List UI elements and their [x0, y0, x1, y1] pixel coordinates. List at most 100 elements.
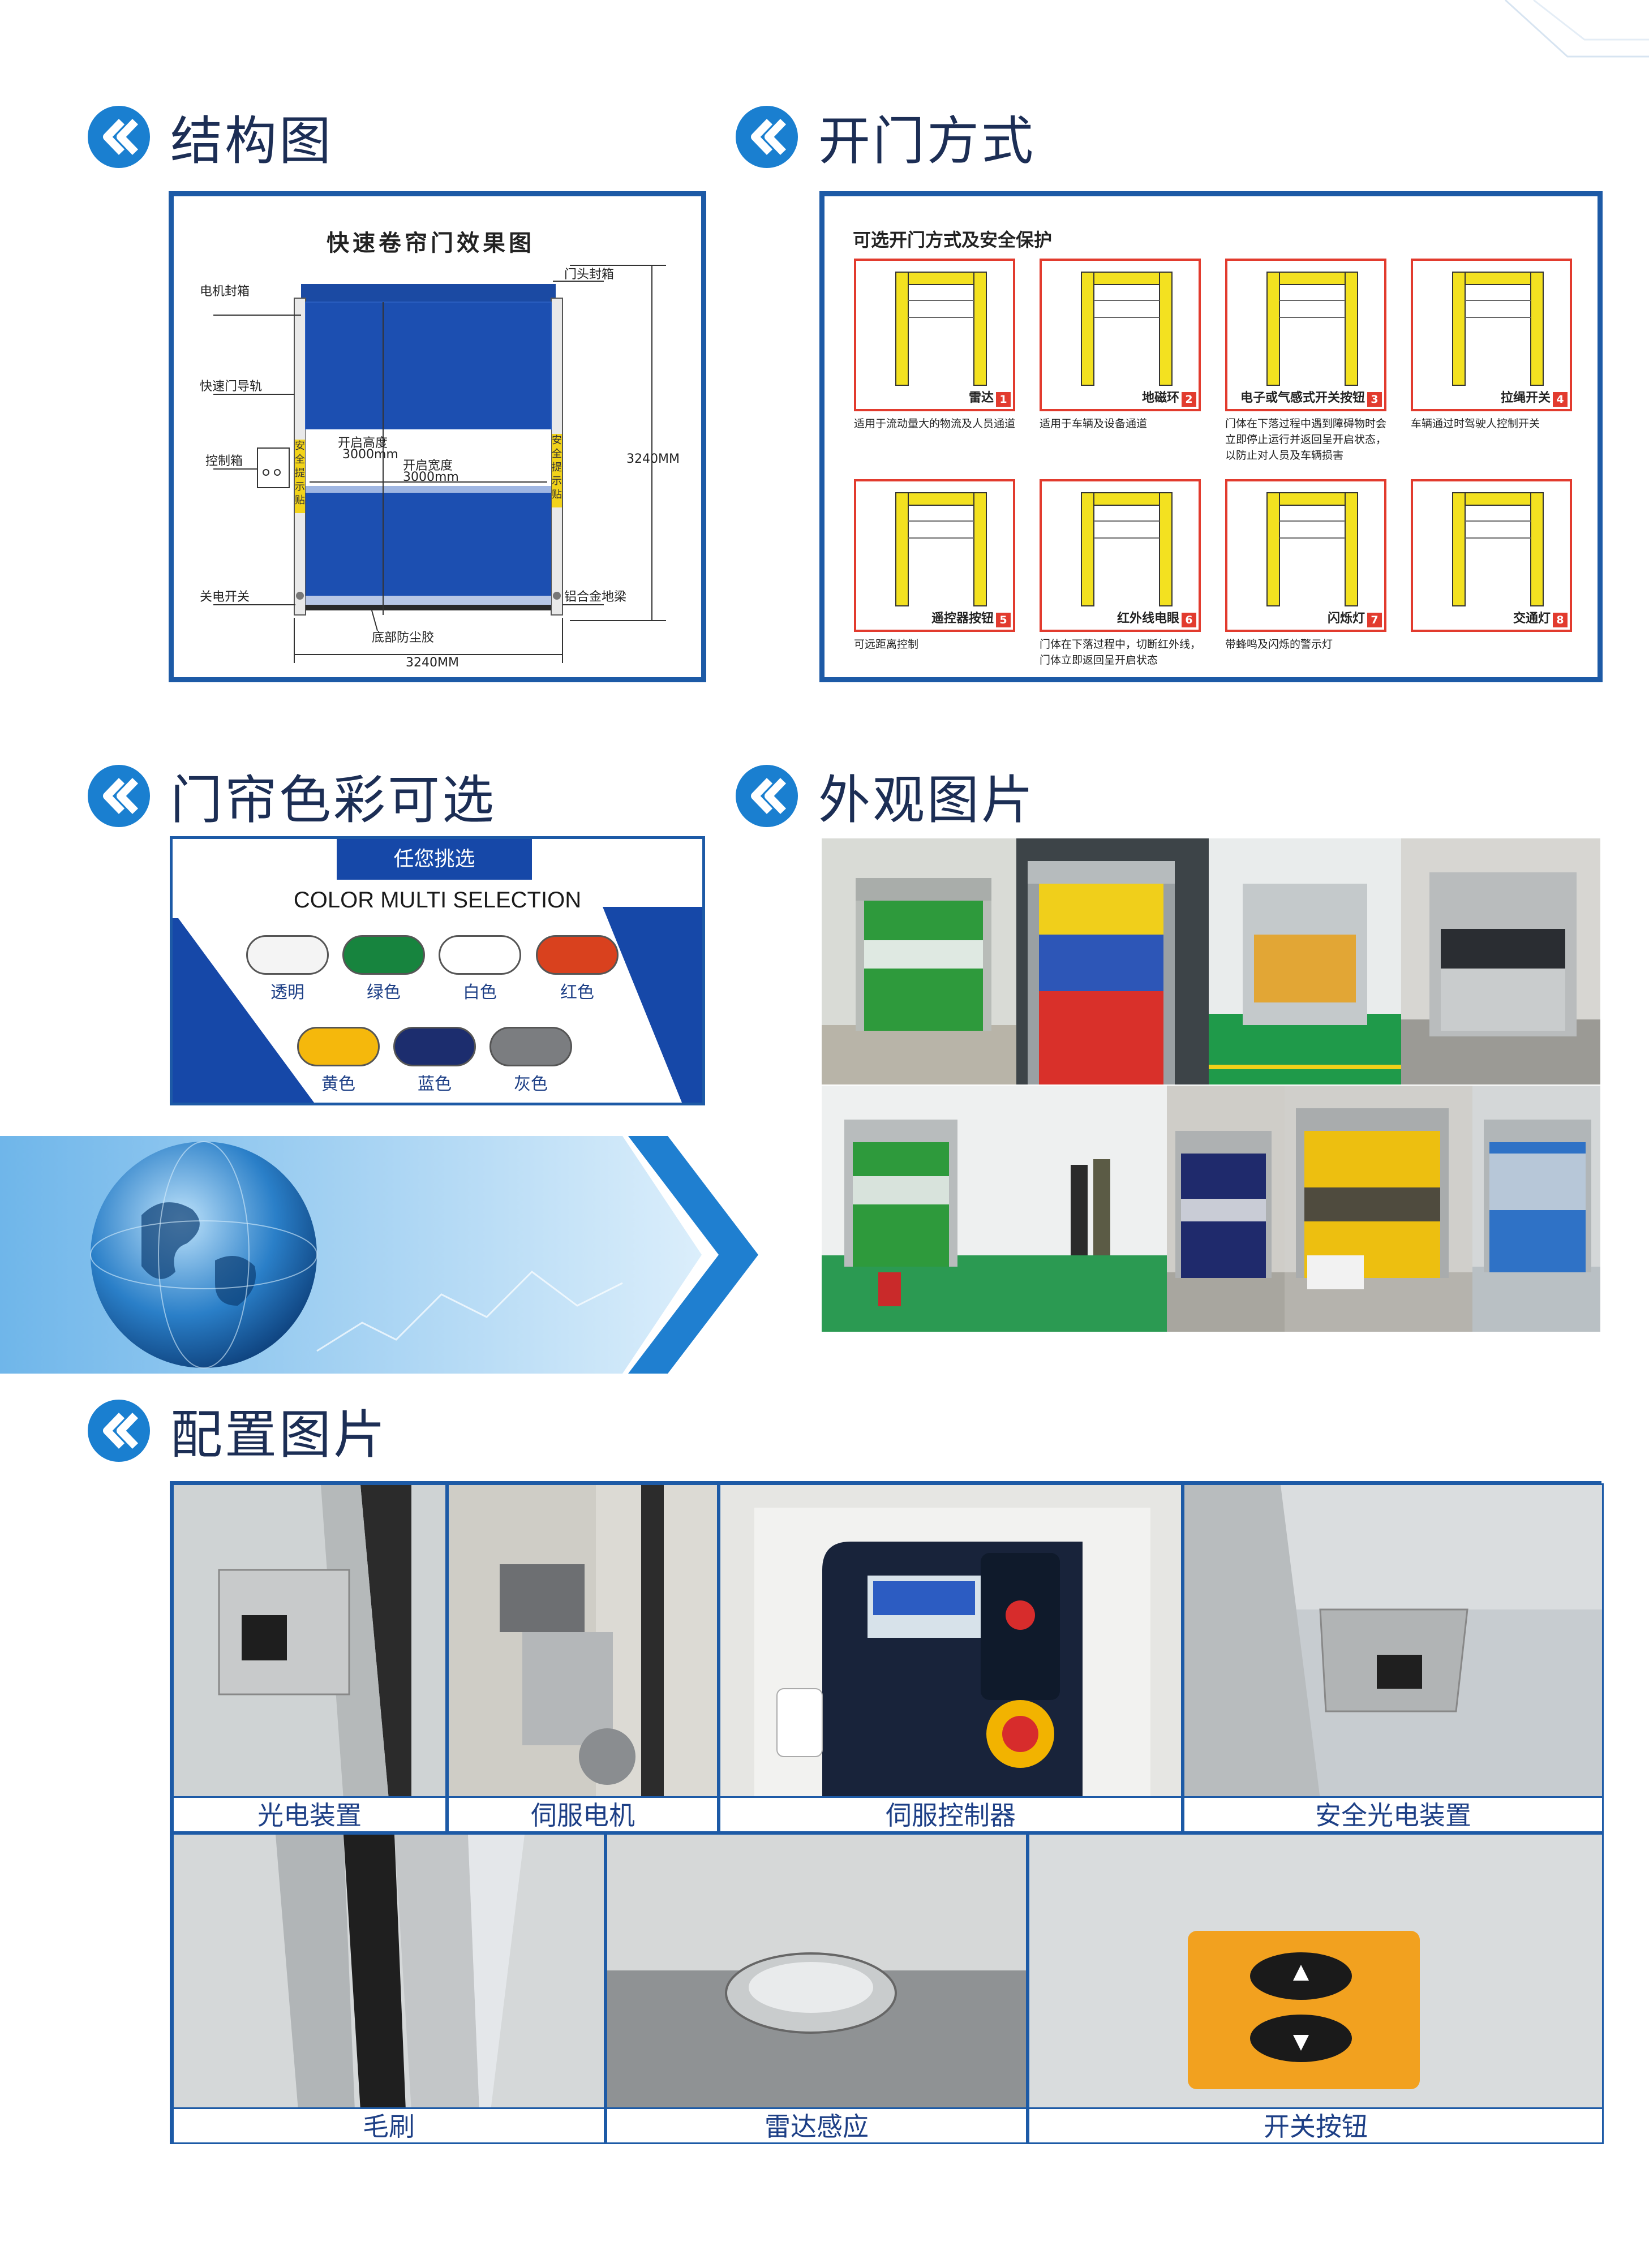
open-method-name: 电子或气感式开关按钮	[1240, 391, 1365, 405]
label-open-height-value: 3000mm	[342, 447, 398, 462]
label-height-dim: 3240MM	[626, 452, 680, 466]
label-open-height: 开启高度	[338, 436, 388, 450]
color-swatch[interactable]	[297, 1027, 380, 1066]
open-method-name: 雷达	[968, 391, 994, 405]
photo-navy-door	[1167, 1086, 1285, 1332]
corner-decoration	[1504, 0, 1649, 58]
section-header-colors: 门帘色彩可选	[88, 758, 496, 833]
section-title: 配置图片	[170, 1405, 388, 1465]
section-title: 外观图片	[818, 770, 1036, 830]
config-item-brush: 毛刷	[172, 1833, 606, 2144]
open-method-description: 适用于车辆及设备通道	[1040, 418, 1148, 430]
open-method-description: 门体在下落过程中遇到障碍物时会立即停止运行并返回呈开启状态，以防止对人员及车辆损…	[1225, 418, 1387, 462]
open-method-description: 可远距离控制	[854, 638, 919, 651]
open-method-number: 5	[996, 613, 1011, 627]
open-method-name: 红外线电眼	[1116, 612, 1179, 626]
door-illustration-icon	[895, 492, 987, 606]
open-method-number: 3	[1367, 392, 1382, 407]
color-swatch-label: 灰色	[514, 1074, 548, 1094]
door-illustration-icon	[1266, 272, 1358, 386]
open-method-number: 4	[1553, 392, 1568, 407]
color-swatch[interactable]	[536, 935, 619, 975]
door-illustration-icon	[1266, 492, 1358, 606]
open-method-name: 闪烁灯	[1327, 612, 1365, 626]
color-swatch-label: 红色	[560, 983, 594, 1002]
config-caption: 安全光电装置	[1184, 1796, 1602, 1831]
open-method-number: 7	[1367, 613, 1382, 627]
config-item-radar-sensor: 雷达感应	[606, 1833, 1028, 2144]
open-methods-heading: 可选开门方式及安全保护	[853, 229, 1053, 251]
double-chevron-left-icon	[736, 105, 798, 168]
double-chevron-left-icon	[88, 1399, 150, 1462]
label-open-width-value: 3000mm	[403, 470, 459, 484]
photo-multicolor-door	[1016, 838, 1209, 1084]
label-control-box: 控制箱	[205, 454, 243, 468]
config-caption: 伺服电机	[449, 1796, 717, 1831]
color-swatch[interactable]	[393, 1027, 476, 1066]
photo-blue-door	[1472, 1086, 1600, 1332]
color-swatch-label: 白色	[463, 983, 497, 1002]
label-motor-box: 电机封箱	[200, 285, 250, 299]
section-title: 结构图	[170, 111, 334, 171]
door-illustration-icon	[895, 272, 987, 386]
label-guide-rail: 快速门导轨	[200, 380, 263, 394]
color-badge: 任您挑选	[337, 839, 532, 880]
door-illustration-icon	[1452, 492, 1544, 606]
label-safety-sticker-right: 安全提示贴	[552, 434, 562, 501]
open-method-name: 地磁环	[1141, 391, 1179, 405]
label-alu-beam: 铝合金地梁	[564, 590, 627, 604]
color-panel-bg-shapes	[173, 901, 702, 1103]
config-item-safety-photoelectric: 安全光电装置	[1183, 1483, 1604, 1833]
config-caption: 毛刷	[174, 2107, 604, 2142]
double-chevron-left-icon	[88, 764, 150, 827]
photo-green-door	[822, 838, 1016, 1084]
section-header-structure: 结构图	[88, 99, 333, 174]
section-title: 开门方式	[818, 111, 1036, 171]
section-header-open-methods: 开门方式	[736, 99, 1036, 174]
open-method-name: 交通灯	[1513, 612, 1551, 626]
color-swatch-label: 透明	[270, 983, 304, 1002]
color-swatch[interactable]	[246, 935, 329, 975]
label-width-dim: 3240MM	[406, 656, 459, 670]
open-method-number: 8	[1553, 613, 1568, 627]
label-power-switch: 关电开关	[200, 590, 250, 604]
label-bottom-seal: 底部防尘胶	[372, 631, 435, 645]
diagram-title: 快速卷帘门效果图	[327, 230, 535, 256]
open-method-description: 门体在下落过程中，切断红外线，门体立即返回呈开启状态	[1040, 638, 1201, 666]
section-title: 门帘色彩可选	[170, 770, 497, 830]
door-illustration-icon	[1081, 272, 1173, 386]
config-item-photoelectric: 光电装置	[172, 1483, 447, 1833]
config-caption: 伺服控制器	[720, 1796, 1181, 1831]
door-drawing	[213, 265, 666, 663]
color-swatch[interactable]	[489, 1027, 572, 1066]
open-method-name: 遥控器按钮	[931, 612, 994, 626]
door-illustration-icon	[1081, 492, 1173, 606]
photo-corridor-door	[1209, 838, 1401, 1084]
label-safety-sticker-left: 安全提示贴	[295, 440, 305, 506]
open-method-description: 车辆通过时驾驶人控制开关	[1411, 418, 1540, 430]
color-swatch-label: 绿色	[367, 983, 401, 1002]
open-method-number: 6	[1182, 613, 1196, 627]
config-item-switch-button: 开关按钮	[1028, 1833, 1604, 2144]
color-swatch[interactable]	[439, 935, 521, 975]
photo-grey-door	[1401, 838, 1600, 1084]
config-item-servo-motor: 伺服电机	[447, 1483, 719, 1833]
open-method-description: 带蜂鸣及闪烁的警示灯	[1225, 638, 1333, 651]
photo-yellow-door	[1285, 1086, 1472, 1332]
config-caption: 雷达感应	[607, 2107, 1026, 2142]
config-item-servo-controller: 伺服控制器	[719, 1483, 1183, 1833]
open-method-number: 1	[996, 392, 1011, 407]
section-header-appearance: 外观图片	[736, 758, 1036, 833]
structure-diagram-panel: 快速卷帘门效果图	[169, 191, 706, 682]
label-door-head-box: 门头封箱	[564, 268, 615, 282]
color-swatch[interactable]	[342, 935, 425, 975]
config-grid: 光电装置 伺服电机 伺服控制器 安全光电装置 毛刷 雷达感应 开关按钮	[170, 1481, 1604, 2144]
